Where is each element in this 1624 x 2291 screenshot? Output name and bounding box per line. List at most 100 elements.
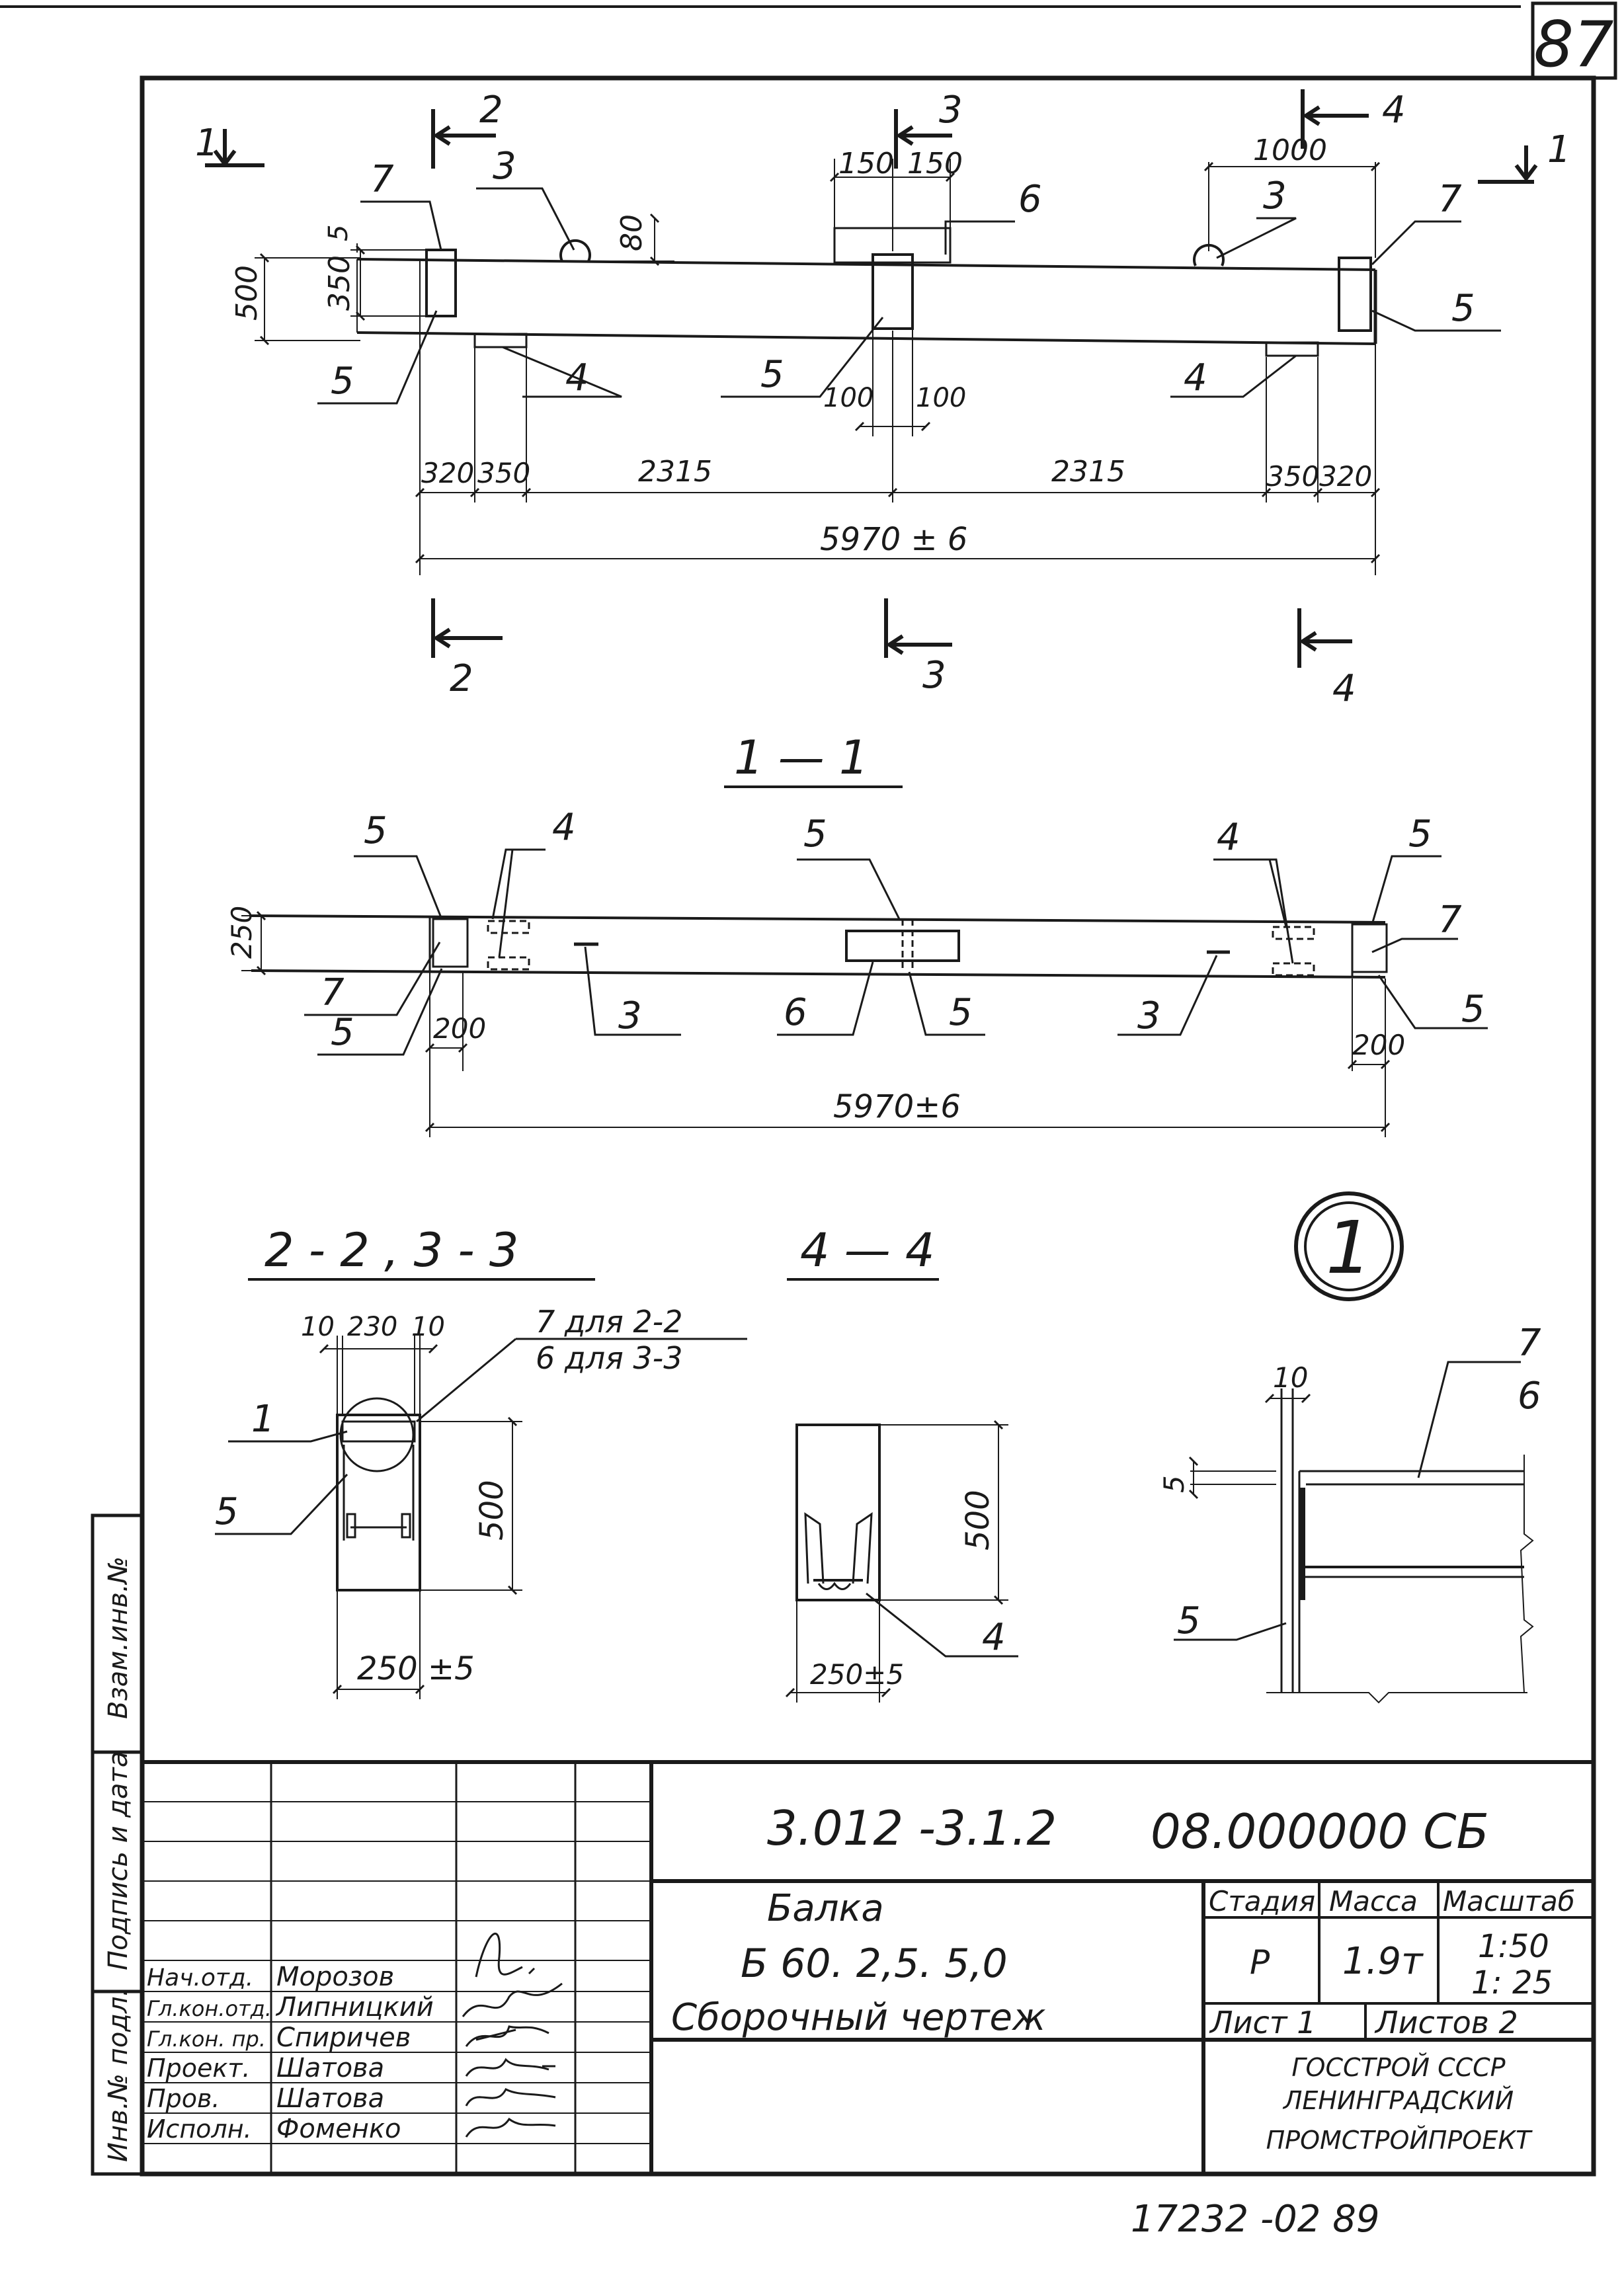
plan-dim-350b: 350 (1266, 460, 1319, 493)
plan-dim-total: 5970 ± 6 (820, 521, 967, 558)
detail-callout-6: 6 (1518, 1375, 1541, 1418)
plan-view (255, 159, 1377, 575)
plan-callout-3a: 3 (493, 145, 516, 188)
plan-dim-1000: 1000 (1253, 134, 1327, 167)
doc-number: 08.000000 СБ (1151, 1804, 1489, 1859)
s11-callout-7b: 7 (1438, 899, 1462, 942)
s23-dim-250: 250 ±5 (357, 1650, 475, 1687)
plan-dim-150a: 150 (838, 147, 894, 181)
s11-callout-5e: 5 (949, 991, 973, 1034)
plan-dim-100b: 100 (916, 383, 966, 413)
side-stamp-podpis: Подпись и дата (103, 1751, 134, 1970)
plan-dim-500: 500 (230, 265, 264, 321)
s11-callout-4a: 4 (552, 806, 576, 849)
section-mark-4-bottom: 4 (1332, 667, 1356, 710)
title-block-grid (142, 1760, 1594, 2174)
sheets-label: Листов 2 (1374, 2005, 1518, 2040)
staff-name: Липницкий (275, 1992, 434, 2023)
staff-name: Шатова (276, 2053, 384, 2083)
plan-callout-4a: 4 (565, 356, 589, 399)
mass-value: 1.9т (1342, 1940, 1424, 1983)
section-2-3-dimension-lines (319, 1344, 518, 1695)
section-2-3-title: 2 - 2 , 3 - 3 (264, 1223, 518, 1277)
section-1-1-dimension-lines (256, 910, 1391, 1133)
section-1-1-view (241, 914, 1388, 1137)
s11-dim-200b: 200 (1352, 1029, 1405, 1061)
side-stamp-inv: Инв.№ подл. (103, 1988, 134, 2162)
scale-value-1: 1:50 (1478, 1928, 1549, 1965)
staff-name: Фоменко (276, 2114, 401, 2144)
staff-name: Спиричев (276, 2023, 411, 2053)
s23-dim-10a: 10 (301, 1312, 335, 1342)
col-mass-label: Масса (1329, 1885, 1418, 1917)
section-1-1-leaders (304, 848, 1488, 1056)
drawing-name-1: Балка (767, 1887, 884, 1930)
s11-callout-5c: 5 (1408, 813, 1432, 856)
s11-callout-5d: 5 (331, 1011, 354, 1054)
section-2-3-leaders (215, 1338, 516, 1535)
bottom-reference: 17232 -02 89 (1131, 2198, 1379, 2241)
section-markers (205, 89, 1538, 668)
plan-dim-320a: 320 (421, 457, 474, 489)
staff-role: Проект. (147, 2054, 251, 2083)
s23-dim-230: 230 (347, 1312, 397, 1342)
staff-role: Исполн. (147, 2114, 252, 2144)
detail-dim-5: 5 (1158, 1475, 1190, 1493)
staff-name: Морозов (276, 1962, 394, 1992)
section-mark-3-top: 3 (939, 89, 963, 132)
plan-dim-2315a: 2315 (638, 455, 712, 489)
sheet-number: 87 (1534, 9, 1614, 81)
org-line-1: ГОССТРОЙ СССР (1291, 2053, 1505, 2082)
side-stamp (91, 1513, 144, 2176)
staff-role: Нач.отд. (147, 1964, 253, 1991)
doc-code: 3.012 -3.1.2 (767, 1800, 1057, 1856)
org-line-2: ЛЕНИНГРАДСКИЙ (1282, 2086, 1514, 2115)
org-line-3: ПРОМСТРОЙПРОЕКТ (1266, 2126, 1533, 2155)
detail-dim-10: 10 (1273, 1361, 1308, 1394)
sheet-frame (0, 1, 1617, 2177)
plan-dim-2315b: 2315 (1051, 455, 1125, 489)
staff-name: Шатова (276, 2083, 384, 2114)
section-mark-4-top: 4 (1382, 89, 1406, 132)
s44-dim-250: 250±5 (810, 1658, 904, 1691)
s44-callout-4: 4 (982, 1616, 1006, 1659)
col-stage-label: Стадия (1209, 1885, 1315, 1917)
plan-dim-80: 80 (615, 214, 649, 251)
section-4-4-title: 4 — 4 (800, 1223, 935, 1277)
section-2-3-note-1: 7 для 2-2 (536, 1304, 683, 1340)
plan-dim-100a: 100 (823, 383, 873, 413)
s11-callout-5b: 5 (803, 813, 827, 856)
circle-mark-number: 1 (1326, 1205, 1372, 1290)
staff-role: Пров. (147, 2084, 220, 2113)
s11-callout-5a: 5 (364, 809, 387, 852)
sheet-label: Лист 1 (1209, 2005, 1316, 2040)
s11-callout-3b: 3 (1137, 994, 1161, 1037)
col-scale-label: Масштаб (1443, 1885, 1575, 1917)
section-mark-3-bottom: 3 (922, 654, 946, 697)
plan-callout-7b: 7 (1438, 178, 1462, 221)
side-stamp-vzam: Взам.инв.№ (103, 1556, 134, 1719)
s11-callout-6: 6 (784, 991, 807, 1034)
section-mark-1-right: 1 (1547, 128, 1571, 171)
stage-value: Р (1250, 1943, 1270, 1982)
scale-value-2: 1: 25 (1471, 1964, 1553, 2001)
section-4-4-view (795, 1424, 1008, 1703)
s44-dim-500: 500 (959, 1490, 996, 1550)
plan-callout-5b: 5 (760, 353, 784, 396)
s11-dim-total: 5970±6 (833, 1088, 961, 1125)
circle-mark (1294, 1191, 1404, 1301)
s11-callout-3a: 3 (618, 994, 642, 1037)
s11-callout-7a: 7 (321, 971, 345, 1014)
signatures (462, 1933, 563, 2138)
plan-callout-7a: 7 (370, 158, 394, 201)
staff-role: Гл.кон.отд. (147, 1996, 272, 2021)
plan-callout-3b: 3 (1263, 175, 1287, 218)
s23-callout-1: 1 (251, 1398, 275, 1441)
plan-callout-5a: 5 (331, 360, 354, 403)
plan-callout-6: 6 (1018, 178, 1042, 221)
s23-dim-10b: 10 (411, 1312, 445, 1342)
detail-leaders (1174, 1361, 1521, 1641)
detail-callout-7: 7 (1518, 1322, 1541, 1365)
drawing-name-3: Сборочный чертеж (671, 1996, 1045, 2039)
